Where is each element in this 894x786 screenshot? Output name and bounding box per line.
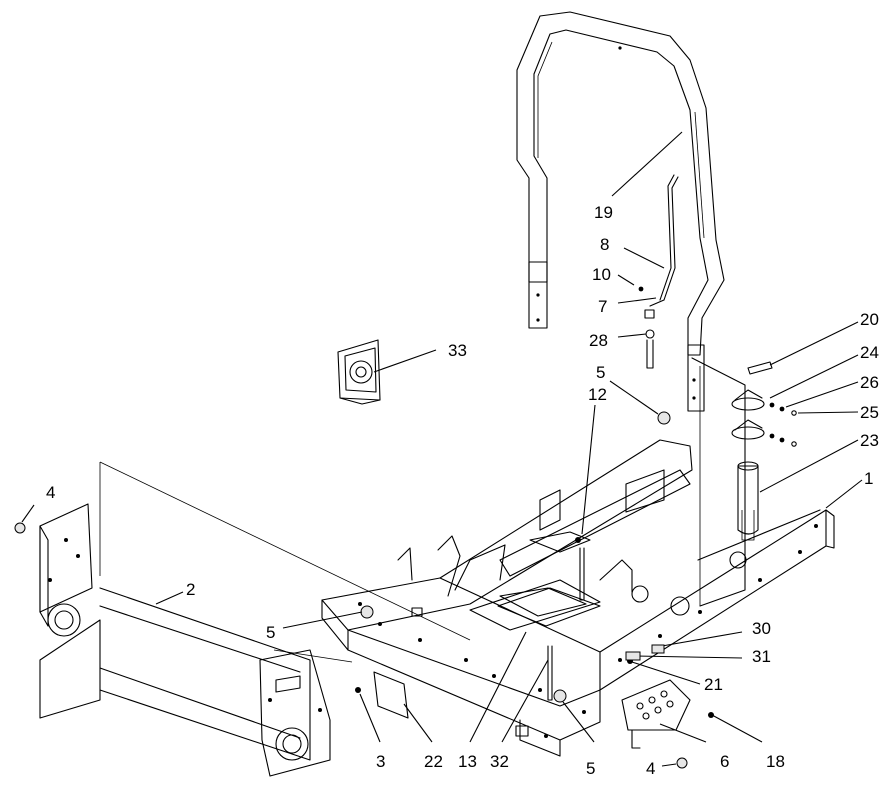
callout-20: 20 <box>860 310 879 329</box>
callout-13: 13 <box>458 752 477 771</box>
callout-19: 19 <box>594 203 613 222</box>
main-frame <box>321 439 835 757</box>
callout-4-left: 4 <box>46 483 55 502</box>
step-plate <box>621 679 691 749</box>
callout-12: 12 <box>588 385 607 404</box>
callout-26: 26 <box>860 373 879 392</box>
callout-6: 6 <box>720 752 729 771</box>
callout-5-bottom: 5 <box>586 759 595 778</box>
callout-18: 18 <box>766 752 785 771</box>
callout-4-bottom: 4 <box>646 759 655 778</box>
rear-frame-weldment <box>39 503 331 777</box>
rear-panel <box>99 461 471 663</box>
callout-5-top: 5 <box>596 363 605 382</box>
callout-32: 32 <box>490 752 509 771</box>
latch-rod <box>638 174 679 369</box>
callout-33: 33 <box>448 341 467 360</box>
callout-25: 25 <box>860 403 879 422</box>
callout-labels: 19 8 10 7 28 20 24 26 25 23 1 33 5 12 4 … <box>46 203 879 778</box>
callout-31: 31 <box>752 647 771 666</box>
rollbar-pivot-hardware <box>691 357 797 607</box>
callout-8: 8 <box>600 235 609 254</box>
roll-bar <box>516 11 725 412</box>
callout-1: 1 <box>864 469 873 488</box>
callout-3: 3 <box>376 752 385 771</box>
callout-21: 21 <box>704 675 723 694</box>
callout-22: 22 <box>424 752 443 771</box>
callout-5-left: 5 <box>266 623 275 642</box>
callout-30: 30 <box>752 619 771 638</box>
callout-7: 7 <box>598 297 607 316</box>
fasteners <box>14 411 714 769</box>
leader-lines <box>21 131 863 767</box>
callout-24: 24 <box>860 343 879 362</box>
callout-10: 10 <box>592 265 611 284</box>
floor-pan <box>497 587 601 627</box>
callout-23: 23 <box>860 431 879 450</box>
plates-30-31 <box>625 644 665 661</box>
callout-28: 28 <box>589 331 608 350</box>
bumper-block <box>337 339 381 405</box>
callout-2: 2 <box>186 580 195 599</box>
